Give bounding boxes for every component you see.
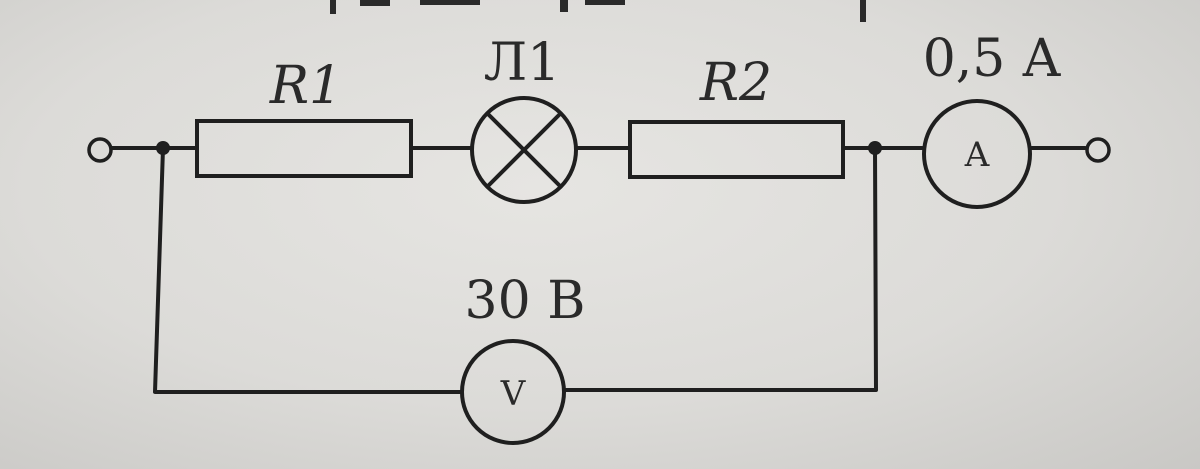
right-terminal xyxy=(1085,137,1111,163)
left-junction-node xyxy=(156,141,170,155)
label-r2: R2 xyxy=(699,53,772,113)
label-voltmeter-reading: 30 В xyxy=(465,271,586,331)
resistor-r2 xyxy=(628,120,845,179)
voltmeter-symbol: V xyxy=(500,374,527,414)
voltmeter: V xyxy=(460,339,566,445)
label-l1: Л1 xyxy=(484,33,560,93)
top-text-fragment xyxy=(330,0,866,22)
lamp-l1 xyxy=(470,96,578,204)
right-junction-node xyxy=(868,141,882,155)
ammeter-symbol: A xyxy=(964,135,990,175)
label-ammeter-reading: 0,5 А xyxy=(923,29,1062,89)
resistor-r1 xyxy=(195,119,413,178)
left-terminal xyxy=(87,137,113,163)
wire-voltmeter-left-branch xyxy=(153,146,464,394)
label-r1: R1 xyxy=(269,56,342,116)
wire-voltmeter-right-branch xyxy=(563,146,878,392)
ammeter: A xyxy=(922,99,1032,209)
